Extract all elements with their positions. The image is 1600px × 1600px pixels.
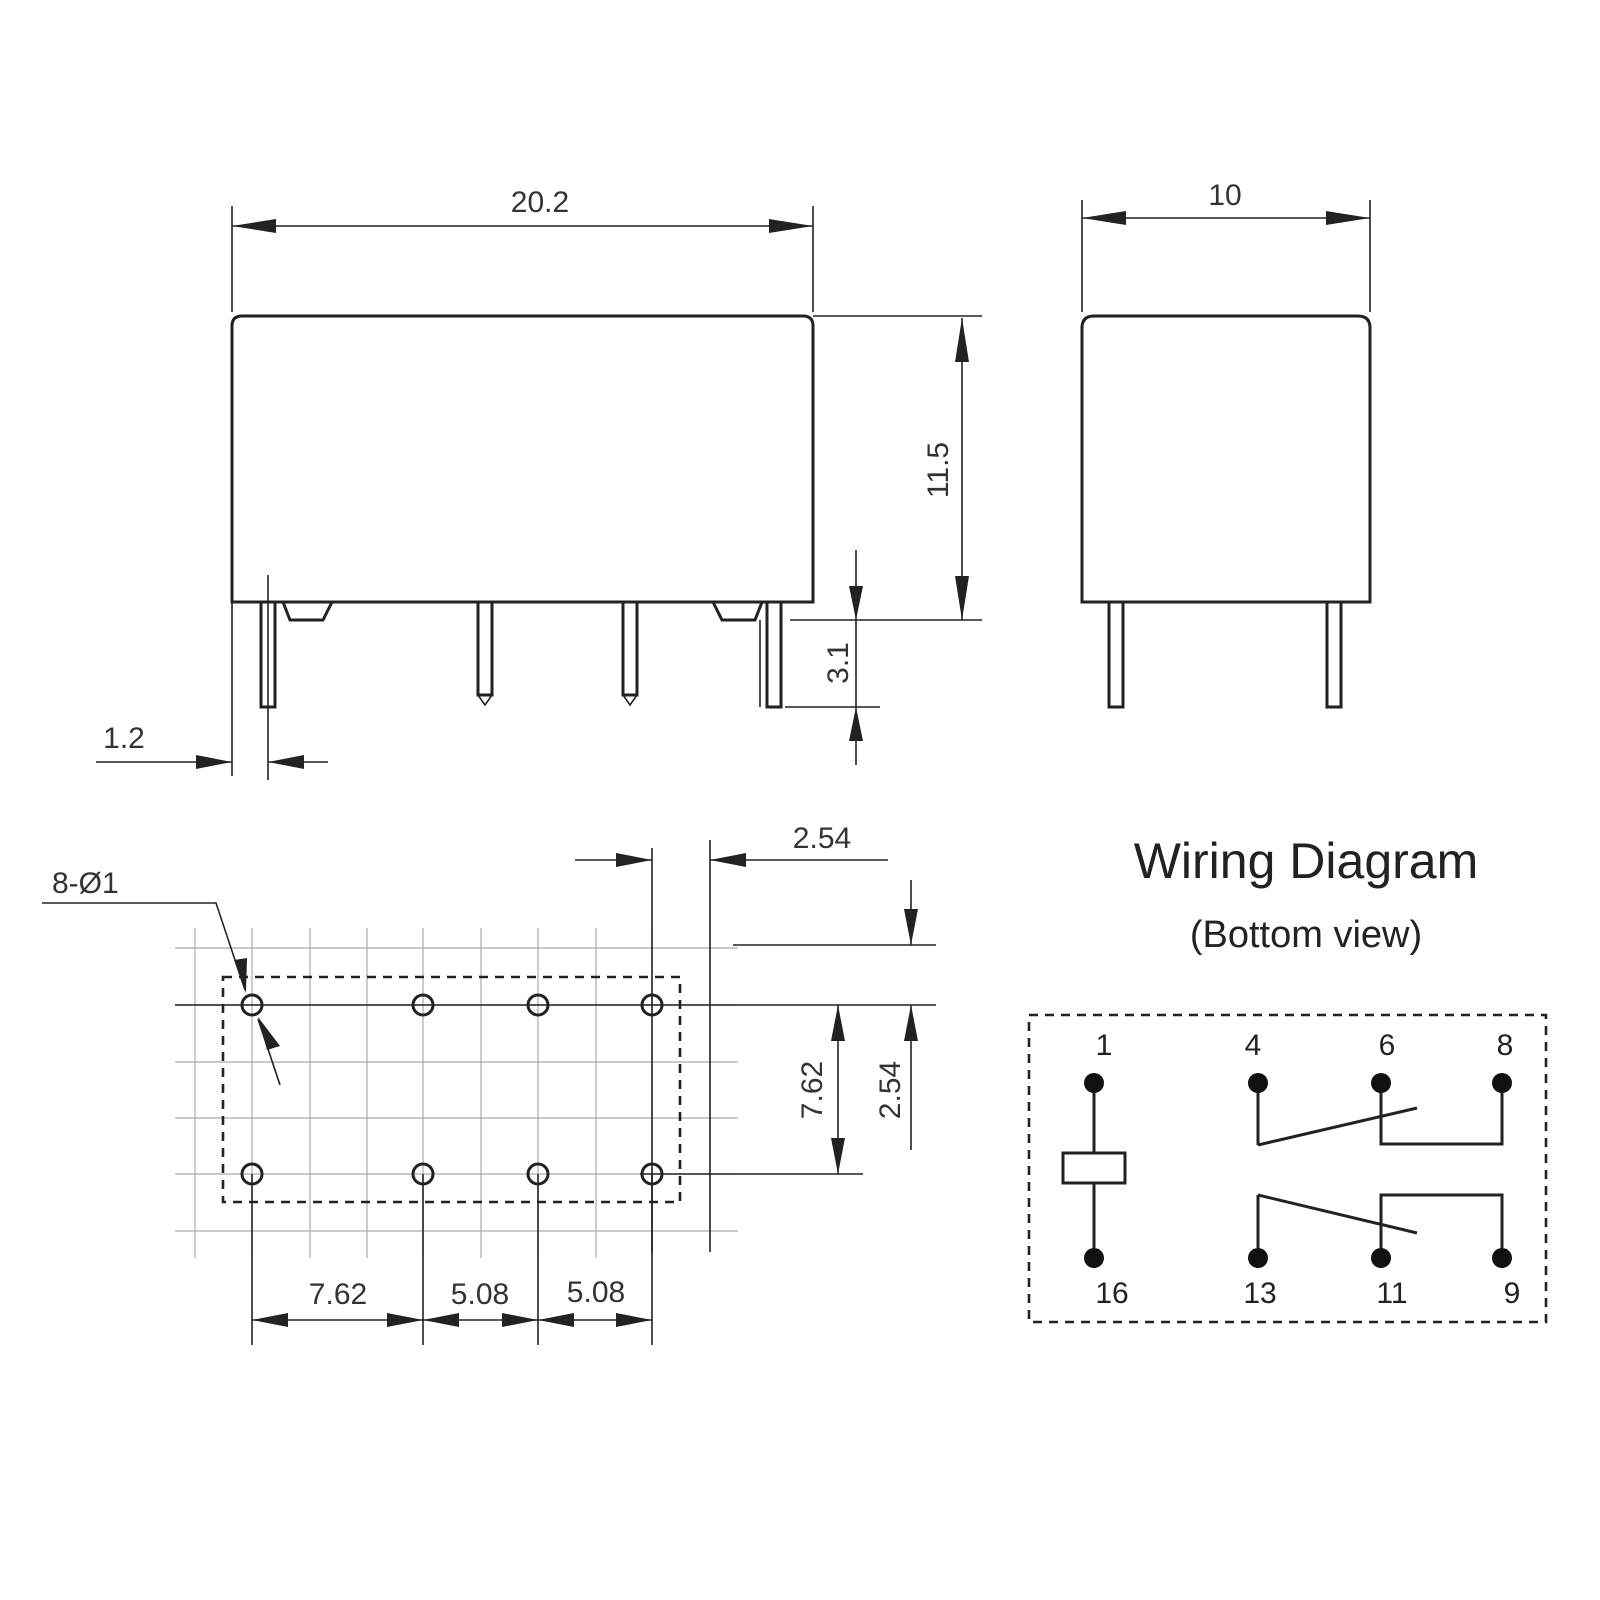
arrowhead (904, 909, 918, 945)
wiring-frame (1027, 1013, 1548, 1324)
pin-holes (240, 993, 664, 1186)
side-pin (1325, 600, 1343, 709)
standoff-left (281, 601, 334, 622)
front-pin (476, 600, 494, 697)
switch-contact-path (1379, 1193, 1504, 1258)
arrowhead (268, 755, 304, 769)
pin-hole (526, 993, 550, 1017)
pin-label: 4 (1245, 1029, 1262, 1062)
arrowhead (232, 219, 276, 233)
arrowhead (538, 1313, 574, 1327)
dim-pin-length: 3.1 (822, 642, 855, 684)
side-pin (1107, 600, 1125, 709)
arrowhead (1082, 211, 1126, 225)
terminal-dot (1084, 1248, 1104, 1268)
terminal-dot (1084, 1073, 1104, 1093)
arrowhead (831, 1005, 845, 1041)
front-pin (621, 600, 639, 697)
terminal-dot (1492, 1248, 1512, 1268)
side-body-outline (1080, 314, 1372, 604)
dim-grid-pitch-side: 2.54 (874, 1061, 907, 1119)
switch-contact-arm (1257, 1106, 1418, 1147)
arrowhead (955, 576, 969, 620)
arrowhead (616, 1313, 652, 1327)
front-view: 20.2 11.5 3.1 1.2 (96, 186, 982, 780)
pin-label: 1 (1096, 1029, 1113, 1062)
wiring-diagram: Wiring Diagram (Bottom view) 1 4 6 8 16 … (1027, 833, 1548, 1324)
terminal-dot (1371, 1248, 1391, 1268)
hole-leader (42, 902, 246, 991)
arrowhead (769, 219, 813, 233)
arrowhead (387, 1313, 423, 1327)
arrowhead (904, 1005, 918, 1041)
pin-label: 6 (1379, 1029, 1396, 1062)
dim-body-length: 20.2 (511, 186, 569, 219)
dim-pin-spacing-3: 5.08 (567, 1276, 625, 1309)
terminal-dot (1371, 1073, 1391, 1093)
wiring-subtitle: (Bottom view) (1190, 914, 1422, 956)
arrowhead (234, 958, 247, 993)
arrowhead (710, 853, 746, 867)
pin-tip (477, 694, 493, 707)
pin-hole (240, 993, 264, 1017)
terminal-dot (1248, 1073, 1268, 1093)
arrowhead (616, 853, 652, 867)
dim-pin-spacing-2: 5.08 (451, 1278, 509, 1311)
arrowhead (423, 1313, 459, 1327)
front-body-outline (230, 314, 815, 604)
dim-pin-spacing-1: 7.62 (309, 1278, 367, 1311)
dim-row-spacing: 7.62 (796, 1061, 829, 1119)
arrowhead (502, 1313, 538, 1327)
dim-hole-spec: 8-Ø1 (52, 867, 119, 900)
switch-contact-arm (1257, 1193, 1418, 1235)
arrowhead (252, 1313, 288, 1327)
front-pin (765, 600, 783, 709)
arrowhead (955, 318, 969, 362)
switch-contact-path (1379, 1083, 1504, 1146)
pin-label: 9 (1504, 1277, 1521, 1310)
pin-label: 16 (1095, 1277, 1128, 1310)
dim-grid-pitch-top: 2.54 (793, 822, 851, 855)
arrowhead (849, 707, 863, 741)
pin-tip (622, 694, 638, 707)
terminal-dot (1248, 1248, 1268, 1268)
dim-body-width: 10 (1208, 179, 1241, 212)
arrowhead (831, 1138, 845, 1174)
arrowhead (1326, 211, 1370, 225)
dim-pin-offset: 1.2 (103, 722, 145, 755)
pin-label: 11 (1376, 1277, 1407, 1310)
pin-hole (640, 993, 664, 1017)
terminal-dot (1492, 1073, 1512, 1093)
arrowhead (196, 755, 232, 769)
pcb-layout: 8-Ø1 2.54 7.62 2.54 7.62 5.08 5.08 (42, 822, 936, 1345)
arrowhead (849, 586, 863, 620)
standoff-right (711, 601, 764, 622)
arrowhead (258, 1017, 280, 1050)
dim-body-height: 11.5 (922, 442, 955, 498)
pin-label: 13 (1243, 1277, 1276, 1310)
coil-symbol (1061, 1151, 1127, 1185)
relay-footprint-outline (221, 975, 682, 1204)
wiring-title: Wiring Diagram (1134, 833, 1479, 889)
side-view: 10 (1080, 179, 1372, 709)
pin-label: 8 (1497, 1029, 1514, 1062)
pin-hole (411, 993, 435, 1017)
